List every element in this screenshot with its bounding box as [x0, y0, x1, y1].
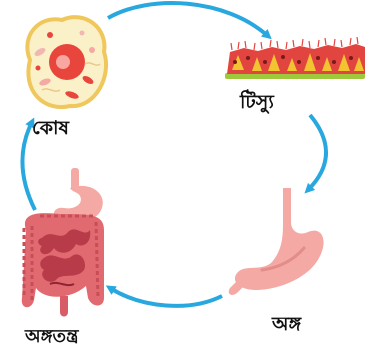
arrow-cell-to-tissue [108, 3, 268, 36]
digestive-system-icon [22, 168, 104, 317]
stomach-icon [229, 188, 324, 295]
label-organ: অঙ্গ [271, 313, 302, 335]
label-cell: কোষ [32, 117, 71, 139]
animal-cell-icon [27, 17, 106, 107]
arrow-organ-to-system [110, 288, 222, 306]
tissue-icon [225, 37, 365, 79]
arrow-tissue-to-organ [308, 115, 326, 190]
label-organ-system: অঙ্গতন্ত্র [24, 326, 80, 347]
label-tissue: টিস্যু [239, 89, 275, 114]
